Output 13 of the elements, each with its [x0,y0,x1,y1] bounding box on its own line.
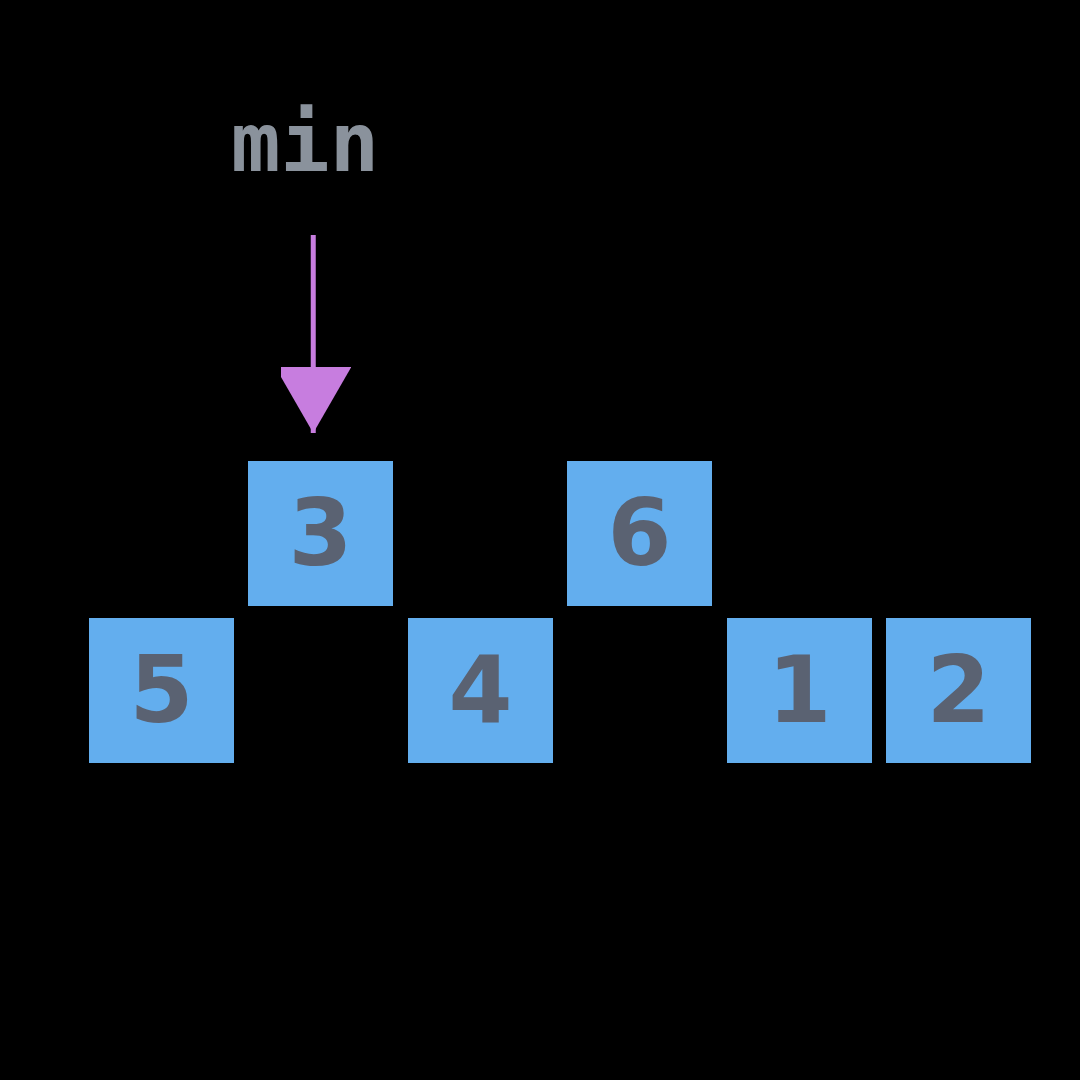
array-cell [89,618,234,763]
cell-value: 5 [129,644,194,737]
array-cell [248,461,393,606]
cell-value: 4 [448,644,513,737]
array-cell [727,618,872,763]
cell-value: 2 [926,644,991,737]
array-cell [886,618,1031,763]
cell-value: 1 [767,644,832,737]
cell-value: 3 [288,487,353,580]
array-cell [567,461,712,606]
cell-value: 6 [607,487,672,580]
array-cell [408,618,553,763]
pointer-label: min [230,101,380,184]
